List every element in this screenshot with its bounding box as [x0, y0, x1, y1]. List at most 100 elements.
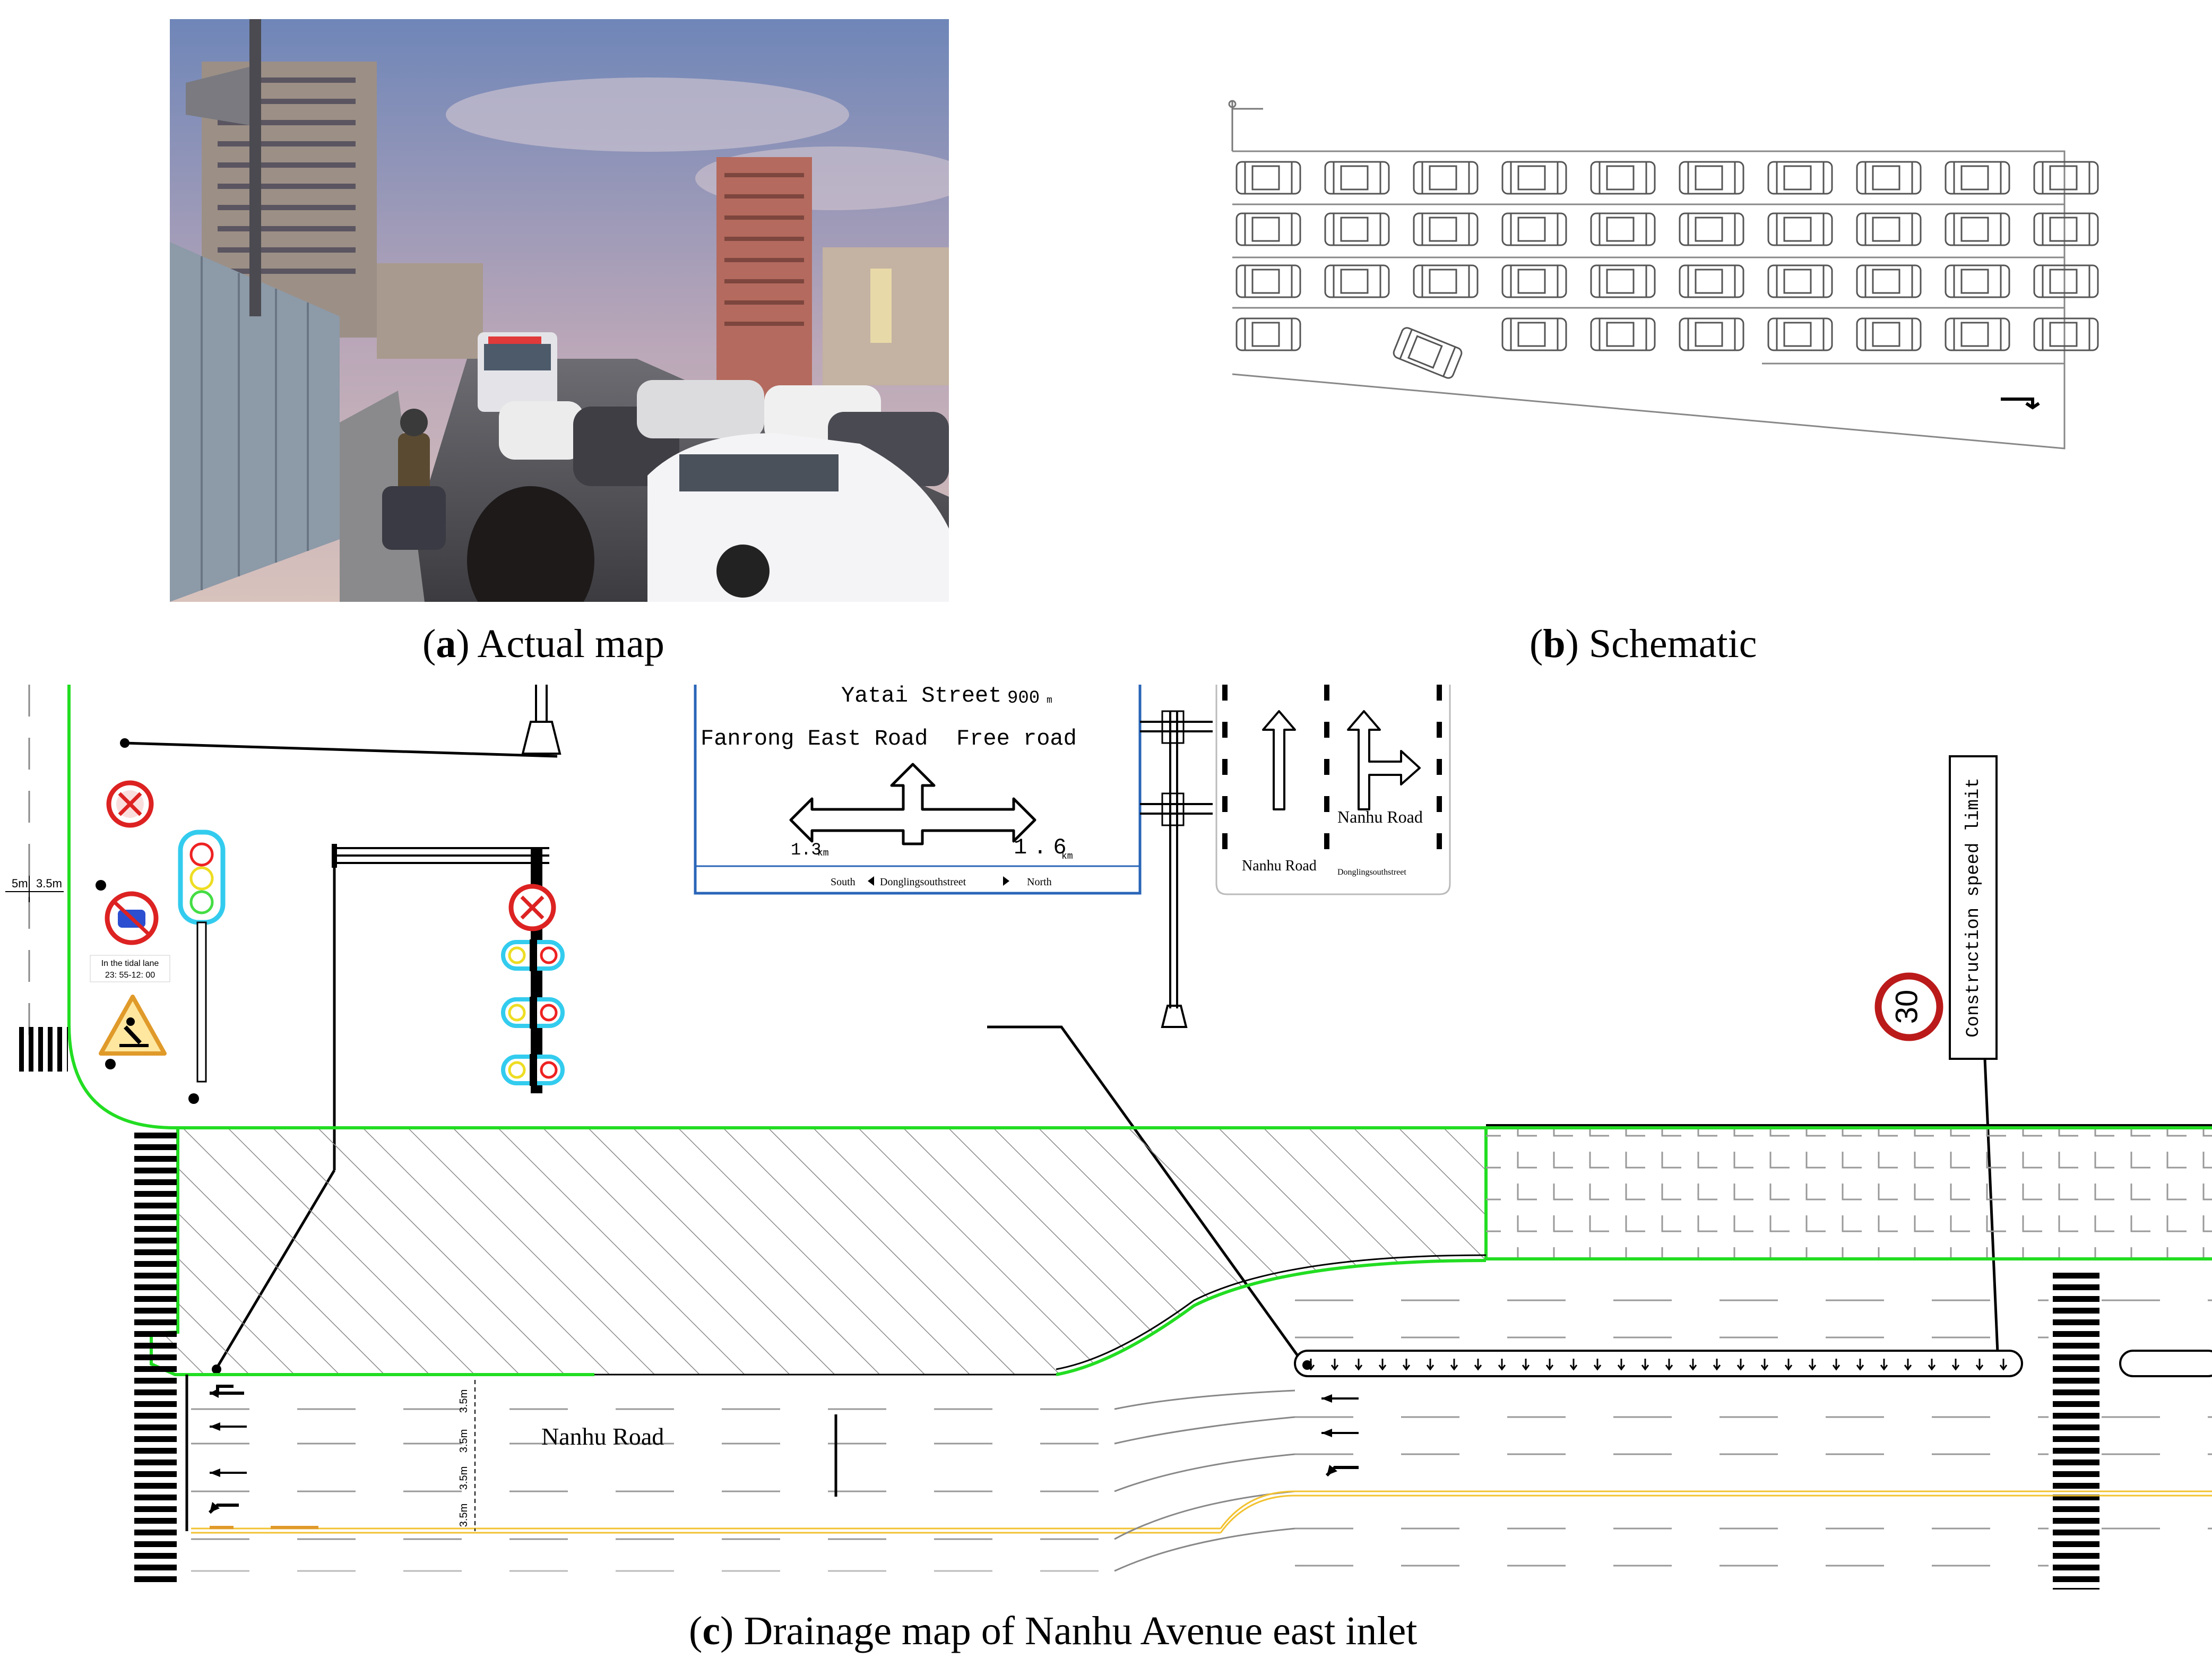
sign-pole: [1140, 710, 1213, 1028]
parked-car-icon: [1501, 212, 1567, 246]
schematic-road-outline: [1232, 150, 2066, 450]
drain-arrow-icon: [1832, 1359, 1841, 1371]
speed-limit-sign: 30 Construction speed limit: [1874, 755, 2003, 1370]
parked-car-icon: [1501, 317, 1567, 351]
drain-arrow-icon: [1880, 1359, 1888, 1371]
no-parking-car-sign: [105, 891, 159, 945]
guide-right-unit: km: [1061, 851, 1073, 862]
lane-dim-1: 3.5m: [458, 1389, 470, 1413]
dim-3-5m: 3.5m: [36, 877, 62, 890]
lane-arrows-left: [208, 1385, 1360, 1514]
parked-car-icon: [1590, 212, 1656, 246]
parked-car-icon: [1235, 161, 1301, 195]
caption-a-text: Actual map: [477, 621, 664, 666]
hatched-median: [151, 1128, 1486, 1375]
parked-car-icon: [1767, 212, 1833, 246]
drain-arrow-icon: [1593, 1359, 1602, 1371]
parked-car-icon: [1413, 264, 1479, 298]
caption-a-letter: a: [436, 621, 456, 666]
lane-signal-unit: [501, 1054, 565, 1086]
drain-arrow-icon: [1665, 1359, 1673, 1371]
parked-car-icon: [1235, 212, 1301, 246]
lane-dim-2: 3.5m: [458, 1429, 470, 1453]
parked-car-icon: [1767, 264, 1833, 298]
caption-b-letter: b: [1543, 621, 1566, 666]
parked-car-icon: [1324, 212, 1390, 246]
road-label: Nanhu Road: [541, 1423, 664, 1450]
parked-car-icon: [2033, 212, 2099, 246]
straight-arrow-icon: [1262, 710, 1296, 810]
lane-markings: [191, 1299, 2212, 1572]
lane-dim-3: 3.5m: [458, 1466, 470, 1490]
drain-arrow-icon: [1474, 1359, 1482, 1371]
left-triangle-icon: [868, 876, 874, 886]
caption-c: (c) Drainage map of Nanhu Avenue east in…: [689, 1609, 1418, 1653]
tidal-lane-line1: In the tidal lane: [101, 959, 159, 968]
guide-left-unit: km: [817, 848, 829, 859]
parked-car-icon: [1324, 264, 1390, 298]
guide-right-dist: 1.6: [1014, 835, 1073, 860]
lane-signal-unit: [501, 997, 565, 1029]
speed-limit-label: Construction speed limit: [1964, 778, 1984, 1038]
parked-car-icon: [1856, 161, 1922, 195]
lane-dim-4: 3.5m: [458, 1504, 470, 1527]
parked-car-icon: [1767, 317, 1833, 351]
parked-car-icon: [1767, 161, 1833, 195]
guide-north: North: [1027, 876, 1052, 888]
parked-car-icon: [1590, 161, 1656, 195]
drain-arrow-icon: [1760, 1359, 1769, 1371]
drain-arrow-icon: [1689, 1359, 1697, 1371]
no-stopping-sign-pole: [508, 884, 556, 931]
parked-cars: [1235, 161, 2099, 351]
crosswalk-left-lower: [134, 1375, 177, 1587]
parked-car-icon: [1945, 212, 2010, 246]
drain-arrow-icon: [1522, 1359, 1530, 1371]
drain-arrow-icon: [1975, 1359, 1984, 1371]
parked-car-icon: [1679, 264, 1744, 298]
guide-street: Donglingsouthstreet: [880, 876, 966, 888]
lane-signal-unit: [501, 939, 565, 971]
parked-car-icon: [1945, 161, 2010, 195]
parked-car-icon: [2033, 264, 2099, 298]
drain-arrow-icon: [1498, 1359, 1506, 1371]
guide-top-road: Yatai Street: [841, 683, 1001, 709]
parked-car-icon: [2033, 161, 2099, 195]
parked-car-icon: [1679, 212, 1744, 246]
guide-top-unit: m: [1047, 695, 1052, 706]
parked-car-icon: [1501, 264, 1567, 298]
caption-b: (b) Schematic: [1530, 621, 1757, 666]
speed-limit-value: 30: [1889, 990, 1924, 1024]
crosswalk-top-left: [15, 1027, 68, 1072]
lane-sign-road-left: Nanhu Road: [1242, 858, 1317, 874]
straight-right-arrow-icon: [1347, 710, 1421, 810]
drain-arrow-icon: [1402, 1359, 1411, 1371]
parked-car-icon: [1413, 212, 1479, 246]
construction-warning-icon: [99, 995, 167, 1056]
drain-arrow-icon: [1641, 1359, 1649, 1371]
drain-arrow-icon: [1928, 1359, 1936, 1371]
drain-arrow-icon: [1713, 1359, 1721, 1371]
guide-sign: Yatai Street 900 m Fanrong East Road Fre…: [694, 683, 1142, 895]
guide-left-dist: 1.3: [791, 840, 822, 860]
drain-arrow-icon: [1617, 1359, 1626, 1371]
right-triangle-icon: [1003, 876, 1009, 886]
lane-signals: [501, 939, 565, 1086]
crosswalk-left-upper: [134, 1128, 177, 1388]
tidal-lane-line2: 23: 55-12: 00: [105, 971, 155, 980]
turn-arrow-icon: [2001, 398, 2040, 410]
guide-right-road: Free road: [956, 726, 1077, 752]
parked-car-icon: [1856, 264, 1922, 298]
drain-arrow-icon: [1354, 1359, 1363, 1371]
actual-map-photo: [170, 19, 949, 602]
parked-car-icon: [1856, 212, 1922, 246]
parked-car-icon: [1945, 317, 2010, 351]
guide-top-dist: 900: [1007, 688, 1040, 709]
drain-arrow-icon: [1545, 1359, 1554, 1371]
tidal-lane-plate: [90, 955, 170, 982]
caption-c-text: Drainage map of Nanhu Avenue east inlet: [744, 1609, 1418, 1653]
crosswalk-right: [2053, 1268, 2099, 1590]
drain-arrow-icon: [1808, 1359, 1817, 1371]
drain-arrow-icon: [1856, 1359, 1864, 1371]
traffic-light-left: [178, 830, 226, 1083]
